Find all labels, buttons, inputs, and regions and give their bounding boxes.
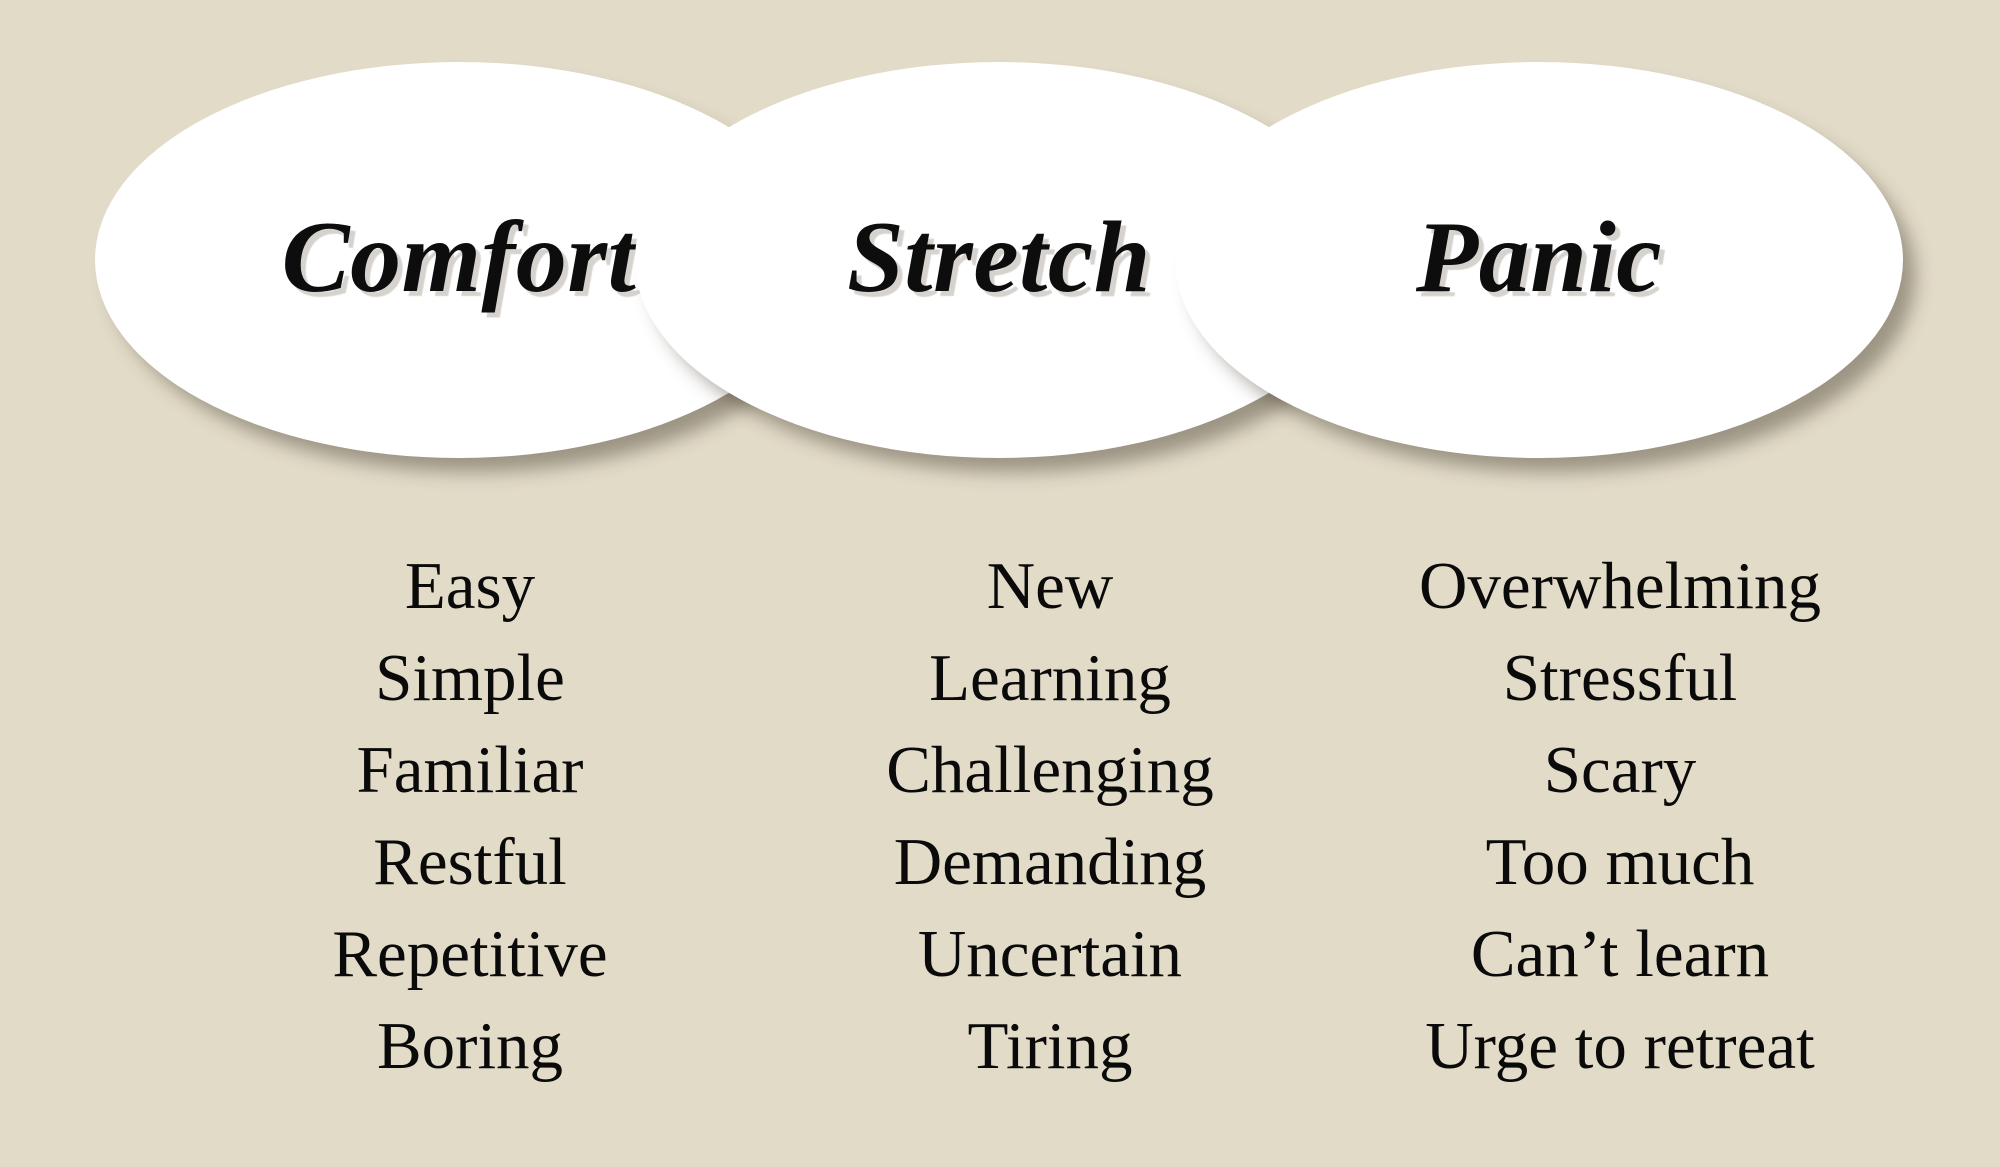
word-item: Uncertain	[917, 917, 1183, 991]
word-item: Demanding	[893, 825, 1207, 899]
word-item: Boring	[376, 1009, 564, 1083]
word-item: Overwhelming	[1419, 549, 1821, 623]
zone-word-columns: Easy Simple Familiar Restful Repetitive …	[0, 540, 2000, 1100]
word-item: Simple	[375, 641, 565, 715]
word-item: Stressful	[1502, 641, 1738, 715]
word-item: Challenging	[886, 733, 1214, 807]
word-item: Tiring	[967, 1009, 1133, 1083]
word-item: Too much	[1485, 825, 1755, 899]
zone-title-stretch: Stretch	[847, 201, 1151, 314]
word-item: Urge to retreat	[1425, 1009, 1815, 1083]
zone-ellipse-panic: Panic	[1175, 62, 1903, 458]
word-item: Scary	[1543, 733, 1697, 807]
word-item: Repetitive	[332, 917, 608, 991]
zone-title-panic: Panic	[1415, 201, 1663, 314]
word-item: New	[986, 549, 1114, 623]
word-column-panic: Overwhelming Stressful Scary Too much Ca…	[1310, 540, 1930, 1092]
word-item: Familiar	[356, 733, 584, 807]
word-item: Restful	[373, 825, 567, 899]
zone-ellipse-band: Comfort Stretch Panic	[0, 0, 2000, 470]
word-item: Can’t learn	[1470, 917, 1770, 991]
word-item: Learning	[929, 641, 1171, 715]
word-column-comfort: Easy Simple Familiar Restful Repetitive …	[150, 540, 790, 1092]
zone-title-comfort: Comfort	[281, 201, 637, 314]
word-item: Easy	[404, 549, 536, 623]
word-column-stretch: New Learning Challenging Demanding Uncer…	[790, 540, 1310, 1092]
